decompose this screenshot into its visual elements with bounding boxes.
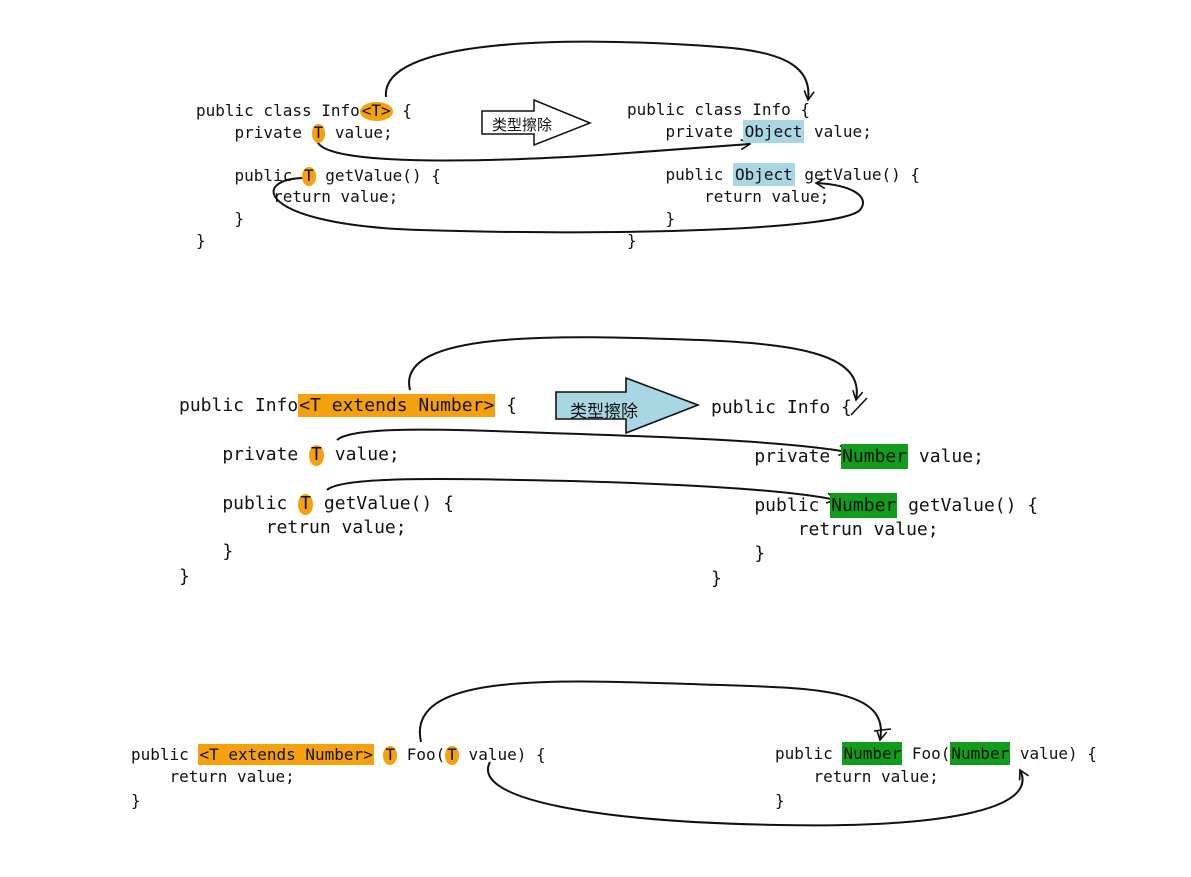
ex1-generic-line-4: return value;	[196, 187, 399, 206]
ex1-erasure-arrow	[481, 98, 593, 147]
ex1-erased-line-1: public class Info {	[627, 100, 811, 119]
ex1-field-arrow	[315, 137, 752, 162]
ex1-erased-line-4: return value;	[627, 187, 830, 206]
object-highlight: Object	[742, 120, 805, 143]
ex1-generic-line-3: public T getValue() {	[196, 166, 441, 186]
ex1-erased-line-2: private Object value;	[627, 120, 872, 143]
ex2-erased-code: public Info { private Number value; publ…	[711, 399, 1038, 588]
type-param-highlight: <T>	[359, 101, 393, 121]
ex1-erased-line-5: }	[627, 209, 676, 228]
ex1-return-arrow	[272, 177, 864, 234]
ex2-erased-line-1: public Info {	[711, 397, 852, 418]
ex3-generic-line-2: return value;	[131, 767, 295, 786]
type-var-highlight: T	[311, 123, 326, 143]
bounded-type-param-highlight: <T extends Number>	[298, 394, 496, 417]
ex3-erased-line-2: return value;	[775, 767, 939, 786]
ex2-generic-line-2: private T value;	[179, 444, 400, 466]
ex2-erased-line-6: }	[711, 568, 722, 589]
ex2-return-arrow	[326, 478, 838, 504]
ex3-param-arrow	[487, 761, 1029, 827]
ex3-erased-code: public Number Foo(Number value) { return…	[775, 742, 1097, 826]
ex1-generic-line-5: }	[196, 209, 245, 228]
ex1-erased-code: public class Info { private Object value…	[627, 102, 920, 249]
ex2-erased-line-3: public Number getValue() {	[711, 493, 1039, 518]
ex2-erasure-arrow	[555, 376, 701, 435]
object-highlight: Object	[732, 163, 795, 186]
ex3-erased-line-1: public Number Foo(Number value) {	[775, 742, 1097, 765]
type-var-highlight: T	[445, 745, 459, 765]
bounded-type-param-highlight: <T extends Number>	[198, 744, 374, 765]
number-highlight: Number	[830, 493, 898, 518]
ex2-generic-line-3: public T getValue() {	[179, 493, 454, 515]
ex2-class-arrow	[408, 336, 864, 402]
ex3-return-type-arrow	[418, 680, 888, 743]
ex1-erased-line-3: public Object getValue() {	[627, 163, 920, 186]
ex2-erased-line-4: retrun value;	[711, 519, 939, 540]
ex2-generic-line-4: retrun value;	[179, 517, 407, 538]
ex1-generic-code: public class Info<T> { private T value; …	[196, 102, 441, 249]
ex1-class-arrow	[384, 40, 815, 102]
number-highlight: Number	[842, 742, 903, 765]
ex3-generic-code: public <T extends Number> T Foo(T value)…	[131, 744, 546, 826]
ex2-generic-line-1: public Info<T extends Number> {	[179, 394, 517, 417]
type-var-highlight: T	[301, 166, 316, 186]
ex1-erased-line-6: }	[627, 231, 637, 250]
ex2-erased-line-2: private Number value;	[711, 444, 984, 469]
ex2-erased-line-5: }	[711, 543, 766, 564]
ex1-generic-line-1: public class Info<T> {	[196, 101, 412, 121]
ex1-generic-line-2: private T value;	[196, 123, 393, 143]
ex1-erasure-label: 类型擦除	[492, 116, 553, 134]
ex1-generic-line-6: }	[196, 231, 206, 250]
type-var-highlight: T	[383, 745, 398, 765]
ex2-generic-line-6: }	[179, 566, 190, 587]
ex2-generic-line-5: }	[179, 541, 234, 562]
ex3-generic-line-3: }	[131, 791, 141, 810]
number-highlight: Number	[841, 444, 909, 469]
type-var-highlight: T	[298, 493, 314, 515]
ex3-erased-line-3: }	[775, 791, 785, 810]
ex2-erasure-label: 类型擦除	[570, 402, 638, 422]
number-highlight: Number	[950, 742, 1011, 765]
ex3-generic-line-1: public <T extends Number> T Foo(T value)…	[131, 744, 546, 765]
type-var-highlight: T	[309, 444, 324, 466]
ex2-field-arrow	[336, 428, 850, 457]
ex2-generic-code: public Info<T extends Number> { private …	[179, 394, 517, 586]
